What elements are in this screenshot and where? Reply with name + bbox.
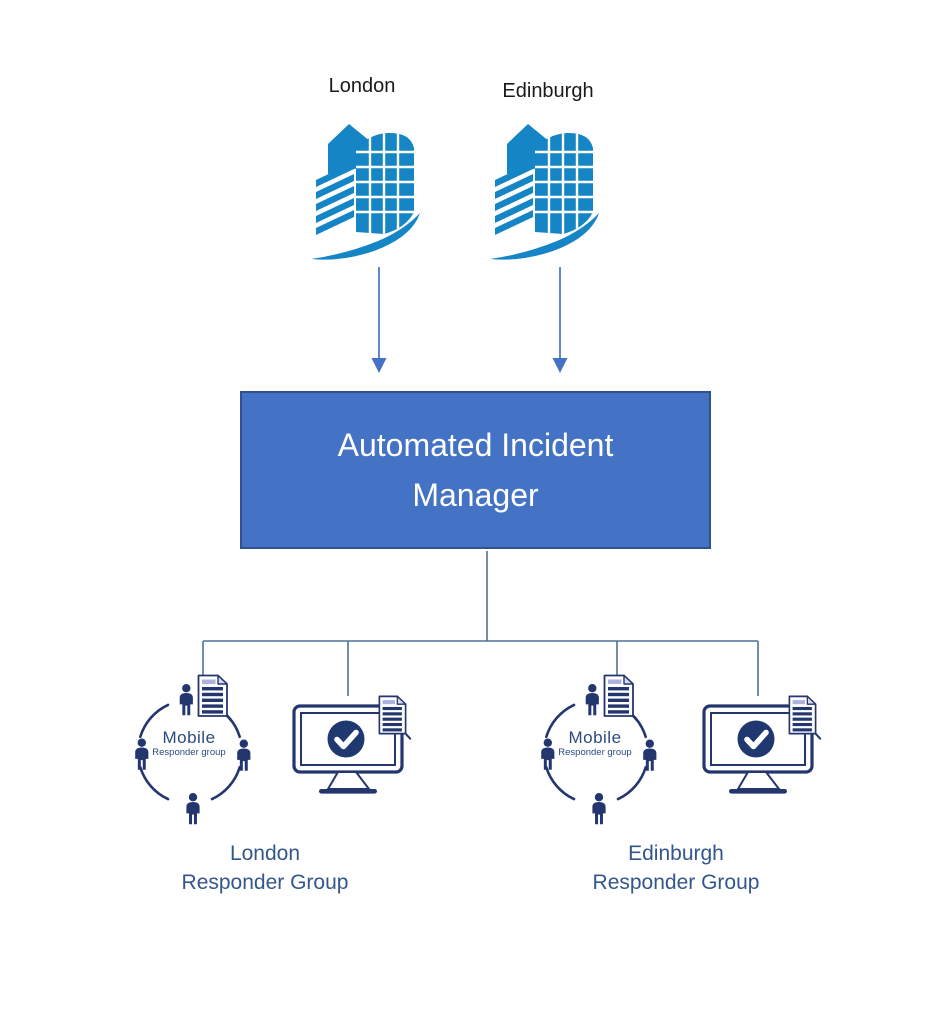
responder-group-text: Responder Group bbox=[592, 871, 760, 894]
mobile-group-subtitle: Responder group bbox=[558, 747, 632, 758]
responder-group-text: Responder Group bbox=[181, 871, 349, 894]
mobile-responder-group-edinburgh: Mobile Responder group bbox=[521, 668, 676, 833]
down-arrow-icon-edinburgh bbox=[552, 267, 568, 373]
responder-group-city: London bbox=[229, 842, 301, 865]
building-icon-london bbox=[308, 110, 426, 265]
site-label-edinburgh: Edinburgh bbox=[502, 80, 594, 102]
monitor-checkmark-icon-london bbox=[292, 694, 417, 796]
tree-connector bbox=[202, 551, 759, 696]
responder-group-city: Edinburgh bbox=[628, 842, 724, 865]
site-label-london: London bbox=[328, 75, 396, 97]
mobile-group-subtitle: Responder group bbox=[152, 747, 226, 758]
aim-box-label: Automated Incident Manager bbox=[337, 427, 614, 513]
automated-incident-manager-box: Automated Incident Manager bbox=[240, 391, 711, 549]
mobile-group-title: Mobile bbox=[162, 728, 216, 747]
mobile-group-title: Mobile bbox=[568, 728, 622, 747]
mobile-responder-group-london: Mobile Responder group bbox=[115, 668, 270, 833]
building-icon-edinburgh bbox=[487, 110, 605, 265]
monitor-checkmark-icon-edinburgh bbox=[702, 694, 827, 796]
responder-group-label-edinburgh: Edinburgh Responder Group bbox=[556, 839, 796, 897]
down-arrow-icon-london bbox=[371, 267, 387, 373]
responder-group-label-london: London Responder Group bbox=[145, 839, 385, 897]
